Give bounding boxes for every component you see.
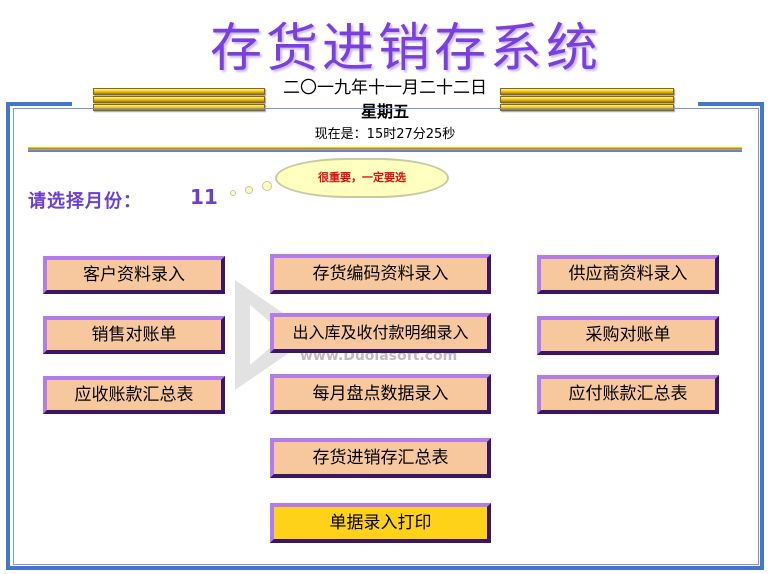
current-date: 二〇一九年十一月二十二日 <box>283 78 487 98</box>
document-print-button[interactable]: 单据录入打印 <box>270 503 491 543</box>
supplier-entry-label: 供应商资料录入 <box>568 264 688 284</box>
receivables-summary-label: 应收账款汇总表 <box>74 385 194 405</box>
receivables-summary-button[interactable]: 应收账款汇总表 <box>43 376 225 414</box>
frame-top-right <box>698 102 764 106</box>
payables-summary-label: 应付账款汇总表 <box>568 384 688 404</box>
tip-cloud: 很重要，一定要选 <box>275 158 449 198</box>
frame-bottom <box>6 566 764 570</box>
payables-summary-button[interactable]: 应付账款汇总表 <box>537 375 719 414</box>
app-title: 存货进销存系统 <box>209 19 602 79</box>
sales-statement-button[interactable]: 销售对账单 <box>43 316 225 354</box>
current-weekday: 星期五 <box>360 102 409 121</box>
customer-entry-button[interactable]: 客户资料录入 <box>43 256 225 294</box>
rainbow-divider <box>28 147 742 152</box>
cloud-bubble-3 <box>262 181 272 191</box>
sales-statement-label: 销售对账单 <box>91 325 177 345</box>
monthly-stocktake-entry-button[interactable]: 每月盘点数据录入 <box>270 374 491 414</box>
gold-bar-right-3 <box>500 104 674 111</box>
purchase-statement-button[interactable]: 采购对账单 <box>537 316 719 355</box>
inventory-code-entry-button[interactable]: 存货编码资料录入 <box>270 254 491 294</box>
inout-payment-entry-button[interactable]: 出入库及收付款明细录入 <box>270 313 491 353</box>
current-time: 现在是：15时27分25秒 <box>314 127 456 142</box>
month-label: 请选择月份： <box>28 191 142 212</box>
gold-bar-left-3 <box>93 104 265 111</box>
cloud-bubble-2 <box>245 186 253 194</box>
frame-left <box>6 102 10 570</box>
frame-right <box>760 102 764 570</box>
customer-entry-label: 客户资料录入 <box>83 265 185 285</box>
inventory-code-entry-label: 存货编码资料录入 <box>312 264 449 284</box>
inventory-summary-label: 存货进销存汇总表 <box>312 448 449 468</box>
gold-bar-left-1 <box>93 88 265 95</box>
inventory-summary-button[interactable]: 存货进销存汇总表 <box>270 438 491 478</box>
cloud-bubble-1 <box>230 190 236 196</box>
gold-bar-left-2 <box>93 96 265 103</box>
purchase-statement-label: 采购对账单 <box>585 325 671 345</box>
monthly-stocktake-entry-label: 每月盘点数据录入 <box>312 384 449 404</box>
inout-payment-entry-label: 出入库及收付款明细录入 <box>292 323 469 342</box>
month-select[interactable]: 11 <box>190 185 218 209</box>
frame-top-left <box>6 102 72 106</box>
frame-inner <box>13 108 759 565</box>
document-print-label: 单据录入打印 <box>329 513 432 533</box>
gold-bar-right-2 <box>500 96 674 103</box>
gold-bar-right-1 <box>500 88 674 95</box>
supplier-entry-button[interactable]: 供应商资料录入 <box>537 255 719 294</box>
